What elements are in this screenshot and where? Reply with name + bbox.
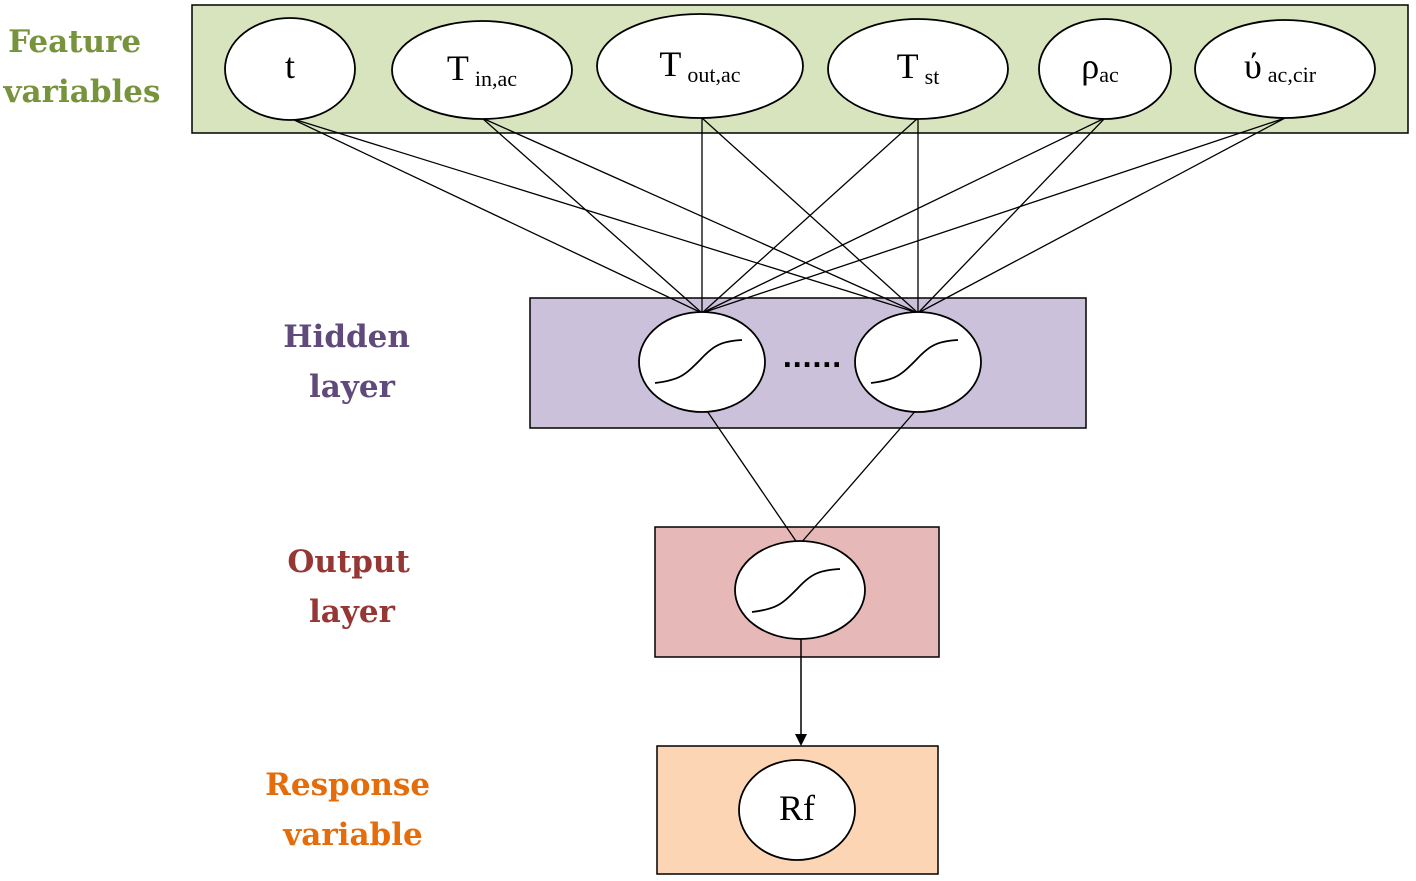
sigmoid-icon: [870, 339, 959, 384]
input-node-rho-ac: ρac: [1038, 18, 1172, 120]
connection-line: [701, 117, 1286, 314]
feature-variables-label: Feature variables: [3, 24, 161, 110]
connection-line: [289, 117, 703, 314]
svg-text:Rf: Rf: [779, 788, 815, 828]
hidden-neuron-2: [854, 311, 982, 413]
input-node-label: ύ: [1244, 46, 1262, 86]
hidden-output-connections: [704, 407, 919, 545]
input-node-subscript: out,ac: [687, 62, 740, 87]
sigmoid-icon: [751, 568, 841, 613]
label-line: variable: [282, 817, 422, 853]
input-node-subscript: st: [925, 64, 940, 89]
svg-text:Tin,ac: Tin,ac: [447, 48, 517, 91]
input-node-label: T: [447, 48, 469, 88]
connection-line: [481, 117, 703, 314]
connection-line: [917, 117, 1286, 314]
svg-text:ύac,cir: ύac,cir: [1244, 46, 1317, 87]
input-node-label: ρ: [1081, 46, 1099, 86]
input-node-label: t: [285, 46, 295, 86]
connection-line: [917, 117, 1106, 314]
label-line: Hidden: [283, 319, 410, 355]
connection-line: [704, 407, 799, 545]
label-line: Response: [265, 767, 430, 803]
input-node-subscript: ac,cir: [1268, 62, 1317, 87]
hidden-layer-box: [529, 297, 1087, 429]
svg-text:Tst: Tst: [897, 46, 940, 89]
hidden-neuron-1: [638, 311, 766, 413]
connection-line: [701, 117, 1106, 314]
input-hidden-connections: [289, 117, 1286, 314]
label-line: Feature: [8, 24, 141, 60]
input-node-t: t: [224, 17, 356, 121]
connection-line: [701, 117, 919, 314]
connection-line: [481, 117, 919, 314]
svg-text:t: t: [285, 46, 295, 86]
hidden-neuron-ellipsis: ......: [782, 344, 841, 374]
svg-text:ρac: ρac: [1081, 46, 1119, 87]
label-line: variables: [3, 74, 161, 110]
response-node-label: Rf: [779, 788, 815, 828]
input-node-label: T: [659, 44, 681, 84]
input-node-subscript: ac: [1099, 62, 1119, 87]
connection-line: [799, 407, 919, 545]
label-line: layer: [309, 369, 396, 405]
output-neuron: [734, 540, 866, 640]
response-variable-label: Response variable: [265, 767, 441, 853]
hidden-layer-label: Hidden layer: [283, 319, 420, 405]
sigmoid-icon: [654, 339, 743, 384]
output-layer-label: Output layer: [287, 544, 420, 630]
label-line: layer: [309, 594, 396, 630]
connection-line: [289, 117, 919, 314]
input-node-label: T: [897, 46, 919, 86]
label-line: Output: [287, 544, 410, 580]
input-node-subscript: in,ac: [475, 66, 517, 91]
response-node: Rf: [738, 759, 856, 861]
